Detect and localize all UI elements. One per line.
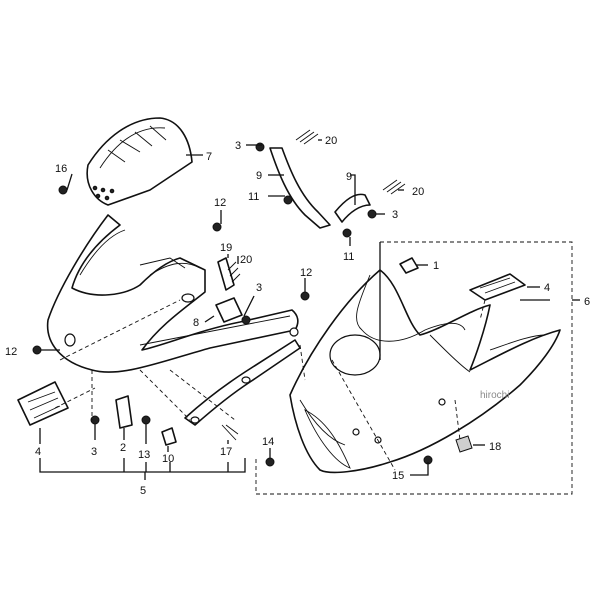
label-18: 18 [489, 441, 501, 453]
label-6: 6 [584, 296, 590, 308]
grommet-part-18 [455, 435, 473, 453]
collar-part-8 [215, 297, 243, 323]
label-12c: 12 [300, 267, 312, 279]
clip-part-20a [295, 129, 319, 145]
watermark: hirochi [480, 390, 509, 401]
mirror-plate-right [469, 273, 526, 301]
label-12a: 12 [214, 197, 226, 209]
label-14: 14 [262, 436, 274, 448]
label-13: 13 [138, 449, 150, 461]
clip-part-1 [399, 257, 419, 274]
label-11b: 11 [343, 251, 354, 263]
label-4b: 4 [544, 282, 550, 294]
label-3d: 3 [91, 446, 97, 458]
label-12b: 12 [5, 346, 17, 358]
label-1: 1 [433, 260, 439, 272]
upper-cowl [46, 214, 299, 373]
label-3c: 3 [256, 282, 262, 294]
label-4a: 4 [35, 446, 41, 458]
label-20b: 20 [412, 186, 424, 198]
spring-part-19 [217, 257, 235, 291]
windscreen [86, 117, 193, 206]
clip-part-10 [161, 427, 177, 446]
label-7: 7 [206, 151, 212, 163]
clip-part-20b [382, 179, 406, 195]
label-8: 8 [193, 317, 199, 329]
label-20a: 20 [325, 135, 337, 147]
label-9b: 9 [346, 171, 352, 183]
label-2: 2 [120, 442, 126, 454]
label-19: 19 [220, 242, 232, 254]
mirror-plate-left [17, 381, 69, 426]
label-3a: 3 [235, 140, 241, 152]
side-cowl [184, 339, 301, 426]
label-10: 10 [162, 453, 174, 465]
label-5: 5 [140, 485, 146, 497]
lower-cowl [289, 269, 561, 474]
stay-bracket-left [269, 147, 331, 229]
label-16: 16 [55, 163, 67, 175]
leader-lines [39, 139, 580, 495]
callout-labels: 7 16 12 12 12 3 20 9 11 9 20 3 11 1 4 6 … [5, 135, 590, 497]
label-9a: 9 [256, 170, 262, 182]
label-17: 17 [220, 446, 232, 458]
stay-bracket-right [334, 193, 371, 223]
label-11a: 11 [248, 191, 259, 203]
label-3b: 3 [392, 209, 398, 221]
label-20c: 20 [240, 254, 252, 266]
label-15: 15 [392, 470, 404, 482]
bracket-part-2 [115, 395, 133, 429]
screw-part-17 [221, 424, 239, 441]
clip-part-20c [227, 261, 241, 283]
